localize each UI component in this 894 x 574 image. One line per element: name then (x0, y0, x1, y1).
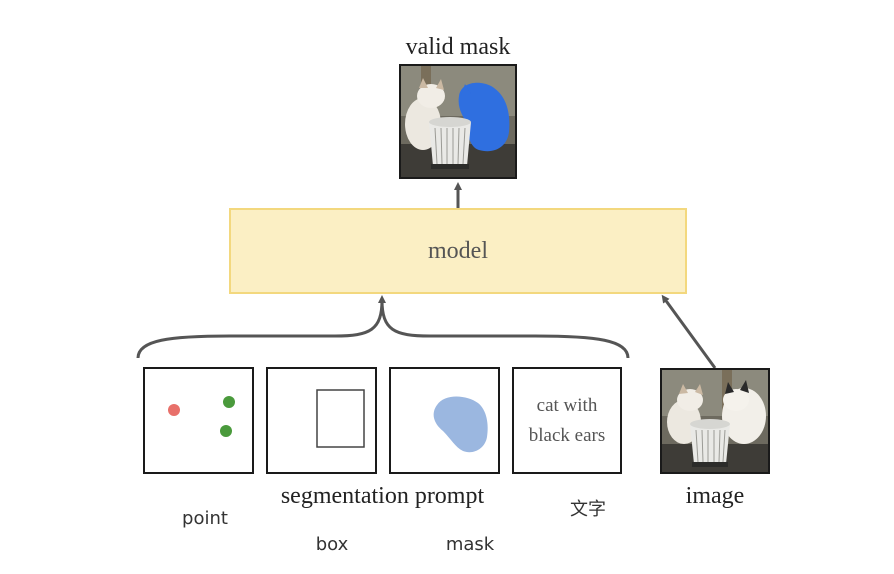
segmentation-prompt-label: segmentation prompt (280, 483, 485, 509)
model-box: model (229, 208, 687, 294)
text-prompt-line2: black ears (528, 424, 606, 446)
model-label: model (428, 237, 488, 264)
output-title: valid mask (405, 34, 511, 60)
output-mask-image (399, 64, 517, 179)
point-caption: point (182, 508, 228, 529)
box-caption: box (315, 534, 349, 555)
bounding-box-icon (316, 389, 365, 448)
cat-photo-icon (662, 370, 768, 472)
image-label: image (685, 483, 745, 509)
mask-caption: mask (445, 534, 495, 555)
input-image (660, 368, 770, 474)
text-prompt-box: cat with black ears (512, 367, 622, 474)
cat-mask-photo-icon (401, 66, 515, 177)
point-prompt-box (143, 367, 254, 474)
box-prompt-box (266, 367, 377, 474)
prompt-brace (136, 299, 630, 359)
arrow-image-to-model (661, 294, 717, 369)
text-prompt-line1: cat with (536, 394, 598, 416)
mask-prompt-box (389, 367, 500, 474)
point-icon (168, 396, 235, 437)
text-caption: 文字 (570, 499, 606, 520)
mask-shape-icon (433, 396, 488, 453)
